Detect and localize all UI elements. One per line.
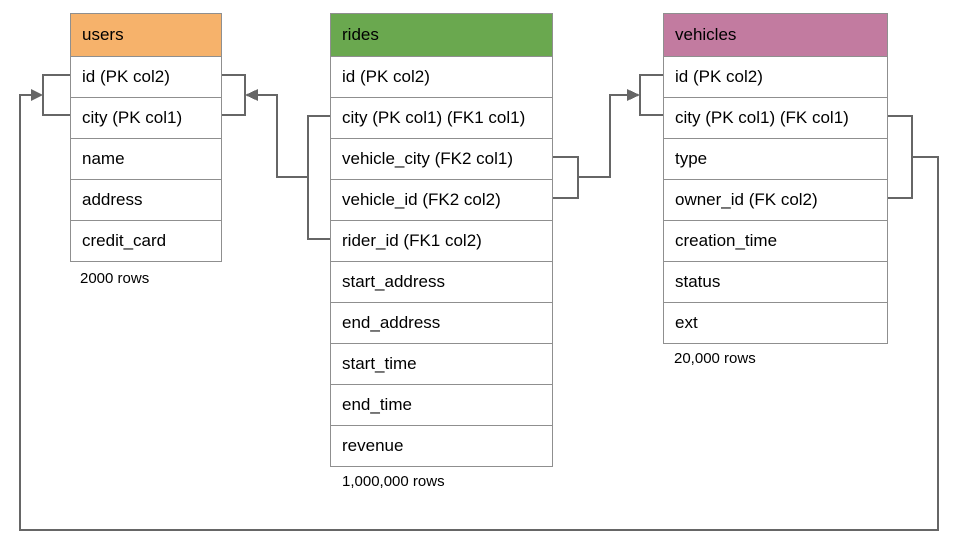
column-row: end_time	[331, 384, 552, 425]
vehicles-fk-bracket	[888, 115, 913, 199]
column-row: start_time	[331, 343, 552, 384]
vehicles-to-users-arrowhead-icon	[31, 89, 43, 101]
column-row: id (PK col2)	[71, 56, 221, 97]
column-row: ext	[664, 302, 887, 343]
table-header-users: users	[71, 14, 221, 56]
column-row: creation_time	[664, 220, 887, 261]
rides-to-users-line	[258, 94, 308, 178]
column-row: end_address	[331, 302, 552, 343]
column-row: id (PK col2)	[664, 56, 887, 97]
rides-to-users-arrowhead-icon	[245, 89, 258, 101]
table-header-rides: rides	[331, 14, 552, 56]
column-row: type	[664, 138, 887, 179]
row-count-vehicles: 20,000 rows	[674, 350, 756, 367]
column-row: owner_id (FK col2)	[664, 179, 887, 220]
column-row: name	[71, 138, 221, 179]
column-row: city (PK col1) (FK1 col1)	[331, 97, 552, 138]
column-row: city (PK col1)	[71, 97, 221, 138]
column-row: credit_card	[71, 220, 221, 261]
row-count-rides: 1,000,000 rows	[342, 473, 445, 490]
column-row: rider_id (FK1 col2)	[331, 220, 552, 261]
table-header-vehicles: vehicles	[664, 14, 887, 56]
column-row: status	[664, 261, 887, 302]
table-columns-rides: id (PK col2)city (PK col1) (FK1 col1)veh…	[331, 56, 552, 466]
column-row: revenue	[331, 425, 552, 466]
column-row: city (PK col1) (FK col1)	[664, 97, 887, 138]
rides-to-vehicles-arrowhead-icon	[627, 89, 640, 101]
table-vehicles: vehicles id (PK col2)city (PK col1) (FK …	[663, 13, 888, 344]
column-row: vehicle_id (FK2 col2)	[331, 179, 552, 220]
column-row: vehicle_city (FK2 col1)	[331, 138, 552, 179]
rides-fk1-bracket	[307, 115, 330, 240]
column-row: address	[71, 179, 221, 220]
rides-to-vehicles-line	[578, 94, 627, 178]
table-columns-vehicles: id (PK col2)city (PK col1) (FK col1)type…	[664, 56, 887, 343]
users-right-bracket	[222, 74, 246, 116]
rides-fk2-bracket	[552, 156, 579, 199]
row-count-users: 2000 rows	[80, 270, 150, 287]
column-row: id (PK col2)	[331, 56, 552, 97]
column-row: start_address	[331, 261, 552, 302]
table-rides: rides id (PK col2)city (PK col1) (FK1 co…	[330, 13, 553, 467]
users-left-bracket	[42, 74, 70, 116]
vehicles-left-bracket	[639, 74, 663, 116]
